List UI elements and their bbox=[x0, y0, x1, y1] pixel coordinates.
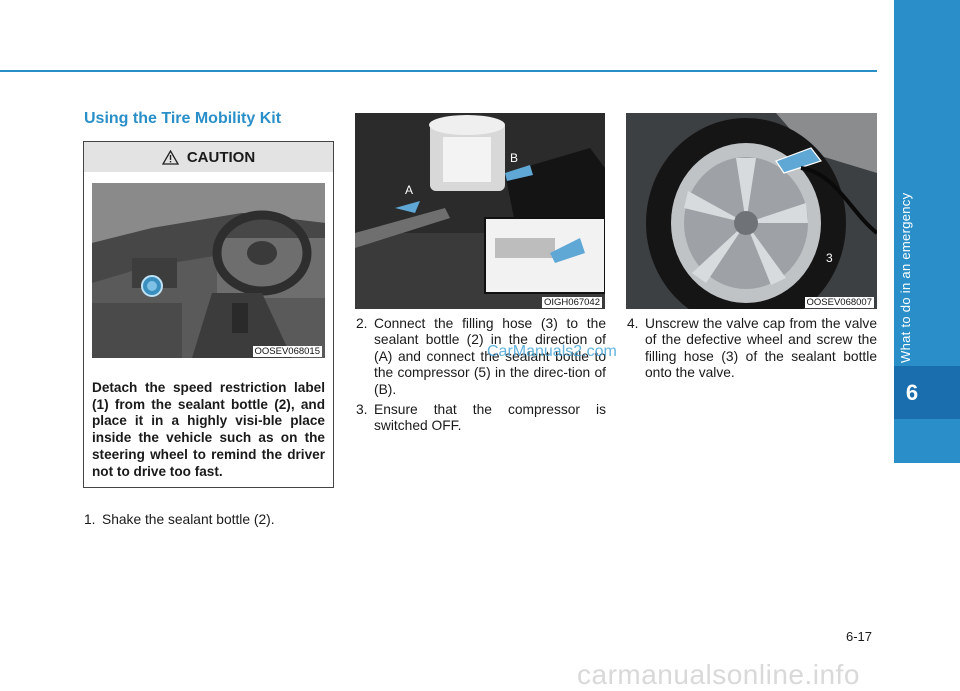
dashboard-illustration: OOSEV068015 bbox=[92, 183, 325, 358]
step-text: Unscrew the valve cap from the valve of … bbox=[645, 316, 877, 381]
figure-code: OIGH067042 bbox=[542, 297, 602, 308]
step-list-col2: 2. Connect the filling hose (3) to the s… bbox=[356, 316, 606, 439]
figure-code: OOSEV068007 bbox=[804, 297, 874, 308]
step-item: 3. Ensure that the compressor is switche… bbox=[356, 402, 606, 435]
step-list-col3: 4. Unscrew the valve cap from the valve … bbox=[627, 316, 877, 386]
step-list-col1: 1. Shake the sealant bottle (2). bbox=[84, 512, 344, 532]
section-title: Using the Tire Mobility Kit bbox=[84, 110, 282, 127]
label-a: A bbox=[405, 183, 414, 197]
watermark: CarManuals2.com bbox=[487, 343, 617, 360]
step-number: 3. bbox=[356, 402, 368, 418]
step-item: 1. Shake the sealant bottle (2). bbox=[84, 512, 344, 528]
caution-header: CAUTION bbox=[84, 142, 333, 172]
step-item: 2. Connect the filling hose (3) to the s… bbox=[356, 316, 606, 398]
chapter-number: 6 bbox=[905, 379, 919, 405]
step-item: 4. Unscrew the valve cap from the valve … bbox=[627, 316, 877, 382]
chapter-title: What to do in an emergency bbox=[898, 192, 913, 364]
step-text: Connect the filling hose (3) to the seal… bbox=[374, 316, 606, 397]
label-b: B bbox=[510, 151, 519, 165]
caution-text: Detach the speed restriction label (1) f… bbox=[92, 380, 325, 479]
caution-box: CAUTION OOSEV068015 Detach the speed res… bbox=[83, 141, 334, 488]
compressor-illustration: A B OIGH067042 bbox=[355, 113, 605, 309]
page-number: 6-17 bbox=[846, 629, 873, 644]
step-number: 2. bbox=[356, 316, 368, 331]
caution-title: CAUTION bbox=[186, 148, 256, 166]
step-number: 1. bbox=[84, 512, 96, 527]
step-text: Ensure that the compressor is switched O… bbox=[374, 402, 606, 434]
step-text: Shake the sealant bottle (2). bbox=[102, 512, 275, 527]
warning-triangle-icon bbox=[161, 149, 179, 165]
step-number: 4. bbox=[627, 316, 639, 331]
label-3: 3 bbox=[826, 251, 833, 265]
figure-code: OOSEV068015 bbox=[252, 346, 322, 357]
chapter-number-box: 6 bbox=[894, 366, 960, 419]
header-rule bbox=[0, 70, 877, 72]
wheel-illustration: 3 OOSEV068007 bbox=[626, 113, 877, 309]
footer-url: carmanualsonline.info bbox=[577, 659, 860, 690]
